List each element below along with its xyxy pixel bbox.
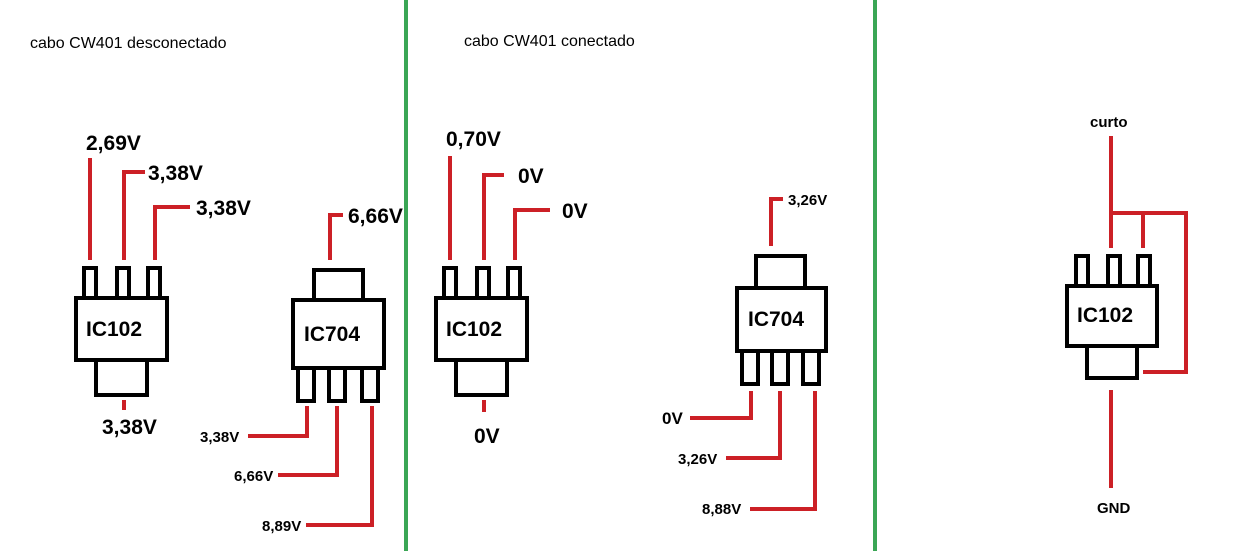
ic704-tab [312, 268, 365, 302]
ic102c-pin1 [442, 266, 458, 300]
ic704c-tab [754, 254, 807, 290]
ic102s-tab [1085, 344, 1139, 380]
ic102-tab-voltage: 3,38V [102, 416, 157, 439]
ic704-pin3-voltage: 8,89V [262, 518, 301, 535]
short-label: curto [1090, 114, 1128, 131]
ic704-pin1 [296, 366, 316, 403]
ic102c-pin2 [475, 266, 491, 300]
ic102-connected: IC102 0,70V 0V 0V 0V [434, 128, 588, 448]
ic704-pin1-wire [248, 406, 309, 438]
ic102c-pin3-wire [513, 208, 550, 260]
ic102-pin3-wire [153, 205, 190, 260]
ic102-disconnected: IC102 2,69V 3,38V 3,38V 3,38V [74, 132, 251, 439]
ic102-tab [94, 358, 149, 397]
ic102s-pin1 [1074, 254, 1090, 288]
ic704c-pin2-voltage: 3,26V [678, 451, 717, 468]
ic102-pin1-voltage: 2,69V [86, 132, 141, 155]
ic102c-tab [454, 358, 509, 397]
panel-connected: cabo CW401 conectado IC102 0,70V 0V 0V 0… [434, 33, 828, 518]
ic704-pin3 [360, 366, 380, 403]
ic704-pin2-voltage: 6,66V [234, 468, 273, 485]
ic102-pin2 [115, 266, 131, 300]
ic704c-pin1-voltage: 0V [662, 409, 683, 428]
short-wire-bridge [1109, 211, 1188, 374]
ic704c-pin1 [740, 349, 760, 386]
ic102-label: IC102 [86, 318, 142, 341]
ic704-pin1-voltage: 3,38V [200, 429, 239, 446]
panel-disconnected: cabo CW401 desconectado IC102 2,69V 3,38… [30, 35, 403, 535]
ic704-pin3-wire [306, 406, 374, 527]
ic102-pin2-voltage: 3,38V [148, 162, 203, 185]
ic704c-pin2-wire [726, 391, 782, 460]
ic102c-pin3 [506, 266, 522, 300]
panel-disconnected-title: cabo CW401 desconectado [30, 35, 227, 52]
ic102c-pin2-wire [482, 173, 504, 260]
ic704-disconnected: IC704 6,66V 3,38V 6,66V 8,89V [200, 205, 403, 535]
ic102c-label: IC102 [446, 318, 502, 341]
ic704c-tab-voltage: 3,26V [788, 192, 827, 209]
gnd-label: GND [1097, 500, 1131, 517]
ic102c-body [434, 296, 529, 362]
ic704c-pin3-voltage: 8,88V [702, 501, 741, 518]
ic102s-label: IC102 [1077, 304, 1133, 327]
ic704c-tab-wire [769, 197, 783, 246]
ic102-pin3-voltage: 3,38V [196, 197, 251, 220]
panel-short: curto GND IC102 [1065, 114, 1188, 517]
ic102s-pin3 [1136, 254, 1152, 288]
ic102-pin3 [146, 266, 162, 300]
ic704-tab-voltage: 6,66V [348, 205, 403, 228]
ic704-tab-wire [328, 213, 343, 260]
ic102-short: IC102 [1065, 254, 1159, 380]
ic102c-tab-voltage: 0V [474, 425, 500, 448]
ic704c-pin3 [801, 349, 821, 386]
ic704c-pin1-wire [690, 391, 753, 420]
ic102-body [74, 296, 169, 362]
ic704-label: IC704 [304, 323, 360, 346]
ic704c-pin2 [770, 349, 790, 386]
ic102c-pin3-voltage: 0V [562, 200, 588, 223]
ic102c-pin1-voltage: 0,70V [446, 128, 501, 151]
ic704-pin2-wire [278, 406, 339, 477]
ic704c-pin3-wire [750, 391, 817, 511]
ic102c-pin2-voltage: 0V [518, 165, 544, 188]
panel-connected-title: cabo CW401 conectado [464, 33, 635, 50]
ic102-pin2-wire [122, 170, 145, 260]
ic102s-pin2 [1106, 254, 1122, 288]
ic704-connected: IC704 3,26V 0V 3,26V 8,88V [662, 192, 828, 518]
ic102-pin1 [82, 266, 98, 300]
ic704-pin2 [327, 366, 347, 403]
ic704c-label: IC704 [748, 308, 804, 331]
